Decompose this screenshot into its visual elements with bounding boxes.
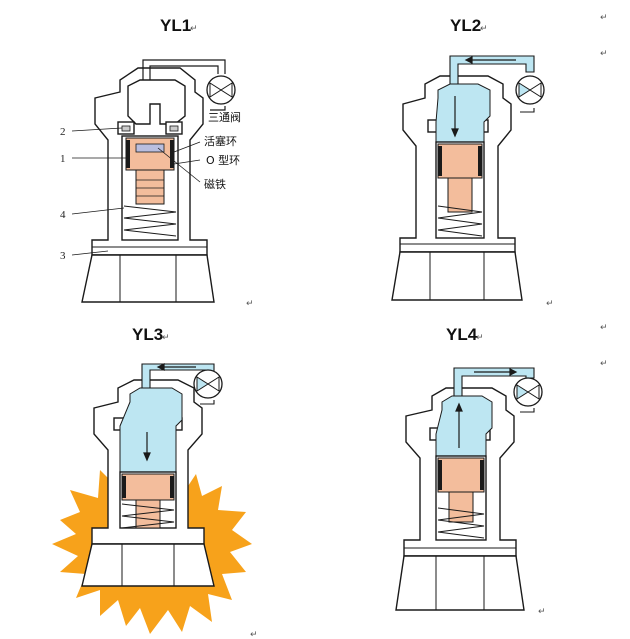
panel-title: YL3 — [132, 325, 163, 344]
pipe — [142, 59, 226, 111]
valve-base — [391, 251, 523, 301]
piston-rod — [135, 169, 165, 205]
leaders — [71, 127, 201, 256]
valve-base — [81, 543, 215, 587]
spring — [437, 205, 483, 237]
magnet-block — [135, 143, 165, 153]
return-mark: ↵ — [162, 333, 170, 343]
return-mark: ↵ — [538, 607, 546, 617]
label-piston-ring: 活塞环 — [204, 134, 237, 148]
return-mark: ↵ — [600, 49, 608, 59]
callout-3: 3 — [60, 250, 66, 262]
return-mark: ↵ — [476, 333, 484, 343]
panel-title: YL1 — [160, 16, 191, 35]
label-magnet: 磁铁 — [204, 178, 226, 191]
return-mark: ↵ — [480, 24, 488, 34]
flow-arrows — [455, 368, 518, 448]
piston — [437, 457, 485, 523]
return-mark: ↵ — [250, 630, 258, 639]
callout-2: 2 — [60, 126, 66, 138]
label-three-way-valve: 三通阀 — [208, 110, 241, 124]
piston — [437, 143, 483, 213]
return-mark: ↵ — [546, 299, 554, 309]
return-mark: ↵ — [190, 24, 198, 34]
three-way-valve — [513, 377, 543, 407]
three-way-valve — [515, 75, 545, 105]
spring — [123, 205, 177, 237]
air-fill — [435, 83, 491, 143]
return-mark: ↵ — [600, 13, 608, 23]
air-fill — [119, 387, 183, 473]
callout-1: 1 — [60, 153, 66, 165]
panel-title: YL4 — [446, 325, 478, 344]
flow-arrows — [143, 363, 196, 462]
piston-ring-left — [126, 140, 130, 168]
panel-yl3: YL3 ↵ — [52, 325, 258, 639]
panel-yl4: YL4 ↵ ↵ ↵ — [395, 323, 608, 617]
label-o-ring: O 型环 — [206, 153, 240, 167]
spring — [437, 507, 485, 539]
panel-title: YL2 — [450, 16, 481, 35]
three-way-valve — [206, 75, 236, 105]
spring — [121, 503, 175, 529]
panel-yl2: YL2 ↵ ↵ ↵ — [391, 13, 608, 309]
return-mark: ↵ — [600, 359, 608, 369]
three-way-valve — [193, 369, 223, 399]
piston-ring-right — [170, 140, 174, 168]
valve-base — [395, 555, 525, 611]
air-fill — [435, 395, 493, 457]
valve-base — [81, 254, 215, 303]
flow-arrows — [451, 56, 516, 138]
return-mark: ↵ — [246, 299, 254, 309]
callout-4: 4 — [60, 209, 66, 221]
panel-yl1: YL1 ↵ — [60, 16, 254, 309]
return-mark: ↵ — [600, 323, 608, 333]
